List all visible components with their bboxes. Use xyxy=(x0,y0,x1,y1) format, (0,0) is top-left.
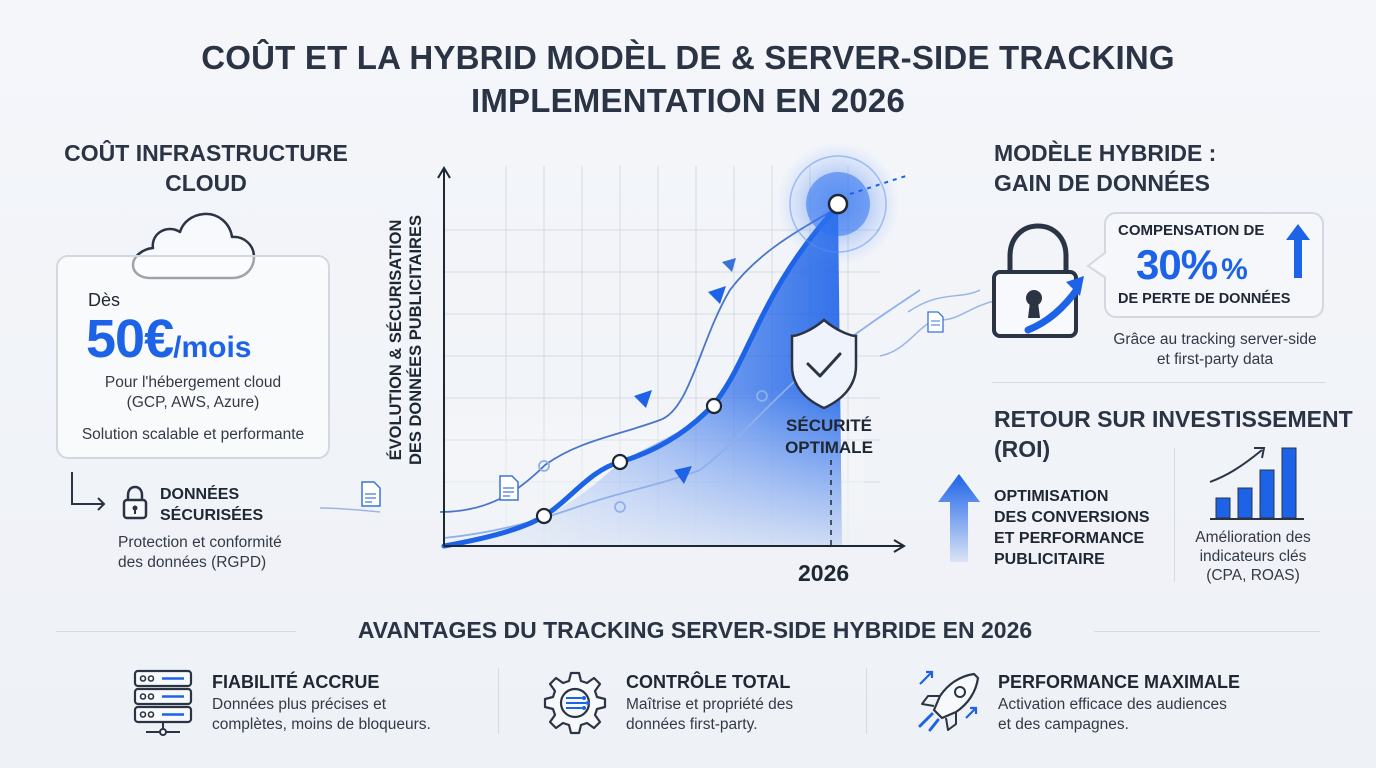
hosting-text: Pour l'hébergement cloud (GCP, AWS, Azur… xyxy=(56,373,330,413)
data-point xyxy=(705,397,723,415)
roi-heading-line-1: RETOUR SUR INVESTISSEMENT xyxy=(994,406,1353,432)
upper-trend-line xyxy=(439,205,841,513)
kpi-line-2: indicateurs clés xyxy=(1199,548,1307,565)
compensation-label: COMPENSATION DE xyxy=(1118,222,1265,239)
benefits-heading: AVANTAGES DU TRACKING SERVER-SIDE HYBRID… xyxy=(357,617,1033,643)
data-point xyxy=(611,453,629,471)
right-divider xyxy=(992,382,1326,383)
hybrid-heading-line-2: GAIN DE DONNÉES xyxy=(994,170,1210,196)
lock-icon xyxy=(122,485,148,520)
bar-growth-icon xyxy=(1209,447,1304,520)
lock-growth-icon xyxy=(992,223,1084,338)
arrow-marker xyxy=(674,466,692,484)
server-icon xyxy=(133,669,193,736)
roi-divider xyxy=(1174,448,1175,582)
cloud-cost-heading-line-1: COÛT INFRASTRUCTURE xyxy=(64,140,348,166)
big-up-arrow-icon xyxy=(938,474,980,562)
secure-data-text: Protection et conformité des données (RG… xyxy=(118,533,318,573)
benefit-divider-2 xyxy=(866,668,867,734)
hosting-line-2: (GCP, AWS, Azure) xyxy=(126,394,260,411)
cloud-cost-heading: COÛT INFRASTRUCTURE CLOUD xyxy=(56,138,356,198)
compensation-percent: 30% xyxy=(1136,241,1218,288)
benefit-1-line-1: Données plus précises et xyxy=(212,696,387,713)
hybrid-heading-line-1: MODÈLE HYBRIDE : xyxy=(994,140,1217,166)
y-label-line-2: DES DONNÉES PUBLICITAIRES xyxy=(407,215,425,465)
optimisation-text: OPTIMISATION DES CONVERSIONS ET PERFORMA… xyxy=(994,486,1150,570)
arrow-marker xyxy=(708,286,726,304)
security-line-1: SÉCURITÉ xyxy=(786,416,872,435)
roi-heading-line-2: (ROI) xyxy=(994,436,1051,462)
kpi-line-1: Amélioration des xyxy=(1195,529,1311,546)
benefit-1-line-2: complètes, moins de bloqueurs. xyxy=(212,716,431,733)
optim-line-1: OPTIMISATION xyxy=(994,488,1109,505)
secure-text-line-2: des données (RGPD) xyxy=(118,554,267,571)
benefit-3-line-2: et des campagnes. xyxy=(998,716,1129,733)
main-trend-line xyxy=(441,203,841,549)
benefit-2-line-1: Maîtrise et propriété des xyxy=(626,696,794,713)
up-arrow-icon xyxy=(1286,224,1310,278)
security-line-2: OPTIMALE xyxy=(785,438,873,457)
y-label-line-1: ÉVOLUTION & SÉCURISATION xyxy=(387,219,405,461)
data-point xyxy=(535,507,553,525)
peak-point xyxy=(827,193,849,215)
optim-line-3: ET PERFORMANCE xyxy=(994,530,1145,547)
price-display: 50€/mois xyxy=(86,308,251,370)
thanks-line-1: Grâce au tracking server-side xyxy=(1113,331,1317,348)
chart-y-label: ÉVOLUTION & SÉCURISATION DES DONNÉES PUB… xyxy=(386,190,426,490)
benefits-rule-left xyxy=(56,631,296,632)
benefit-2-title: CONTRÔLE TOTAL xyxy=(626,672,791,692)
kpi-text: Amélioration des indicateurs clés (CPA, … xyxy=(1178,528,1328,585)
shield-check-icon xyxy=(790,318,858,410)
benefit-2-text: Maîtrise et propriété des données first-… xyxy=(626,695,793,735)
price-period: /mois xyxy=(173,331,252,364)
benefits-rule-right xyxy=(1094,631,1320,632)
compensation-tail: DE PERTE DE DONNÉES xyxy=(1118,291,1291,307)
secure-data-title: DONNÉES SÉCURISÉES xyxy=(160,484,263,526)
document-icon xyxy=(927,311,944,333)
scalable-text: Solution scalable et performante xyxy=(81,426,305,443)
page-title: COÛT ET LA HYBRID MODÈL DE & SERVER-SIDE… xyxy=(0,36,1376,122)
price-value: 50€ xyxy=(86,309,174,369)
year-label: 2026 xyxy=(798,560,850,586)
benefit-1-text: Données plus précises et complètes, moin… xyxy=(212,695,431,735)
compensation-bubble xyxy=(1104,212,1324,318)
rocket-icon xyxy=(918,670,980,732)
bubble-pointer xyxy=(1086,251,1107,279)
thanks-line-2: et first-party data xyxy=(1156,351,1274,368)
gear-icon xyxy=(543,671,607,735)
connector-line xyxy=(880,299,999,357)
title-line-2: IMPLEMENTATION EN 2026 xyxy=(470,82,906,119)
benefit-3-line-1: Activation efficace des audiences xyxy=(998,696,1227,713)
arrow-marker xyxy=(634,390,652,408)
cloud-price-card xyxy=(56,255,330,459)
arrow-marker xyxy=(722,258,736,272)
optim-line-4: PUBLICITAIRE xyxy=(994,551,1105,568)
roi-heading: RETOUR SUR INVESTISSEMENT (ROI) xyxy=(994,404,1353,464)
benefit-3-title: PERFORMANCE MAXIMALE xyxy=(998,672,1240,692)
benefit-1-title: FIABILITÉ ACCRUE xyxy=(212,672,380,692)
evolution-chart xyxy=(319,142,980,553)
benefit-3-text: Activation efficace des audiences et des… xyxy=(998,695,1227,735)
security-label: SÉCURITÉ OPTIMALE xyxy=(774,415,884,459)
benefit-divider-1 xyxy=(498,668,499,734)
hosting-line-1: Pour l'hébergement cloud xyxy=(104,374,282,391)
document-icon xyxy=(361,481,381,507)
optim-line-2: DES CONVERSIONS xyxy=(994,509,1150,526)
document-icon xyxy=(499,475,519,501)
down-right-arrow-icon xyxy=(71,472,106,511)
kpi-line-3: (CPA, ROAS) xyxy=(1206,567,1300,584)
title-line-1: COÛT ET LA HYBRID MODÈL DE & SERVER-SIDE… xyxy=(201,39,1175,76)
cloud-cost-heading-line-2: CLOUD xyxy=(165,170,247,196)
compensation-value: 30%% xyxy=(1136,241,1248,293)
price-from: Dès xyxy=(88,290,121,310)
secure-title-line-1: DONNÉES xyxy=(160,486,240,503)
secure-title-line-2: SÉCURISÉES xyxy=(160,507,264,524)
compensation-unit: % xyxy=(1221,253,1248,286)
hybrid-heading: MODÈLE HYBRIDE : GAIN DE DONNÉES xyxy=(994,138,1216,198)
benefit-2-line-2: données first-party. xyxy=(626,716,758,733)
thanks-text: Grâce au tracking server-side et first-p… xyxy=(1090,330,1340,370)
secure-text-line-1: Protection et conformité xyxy=(118,534,282,551)
